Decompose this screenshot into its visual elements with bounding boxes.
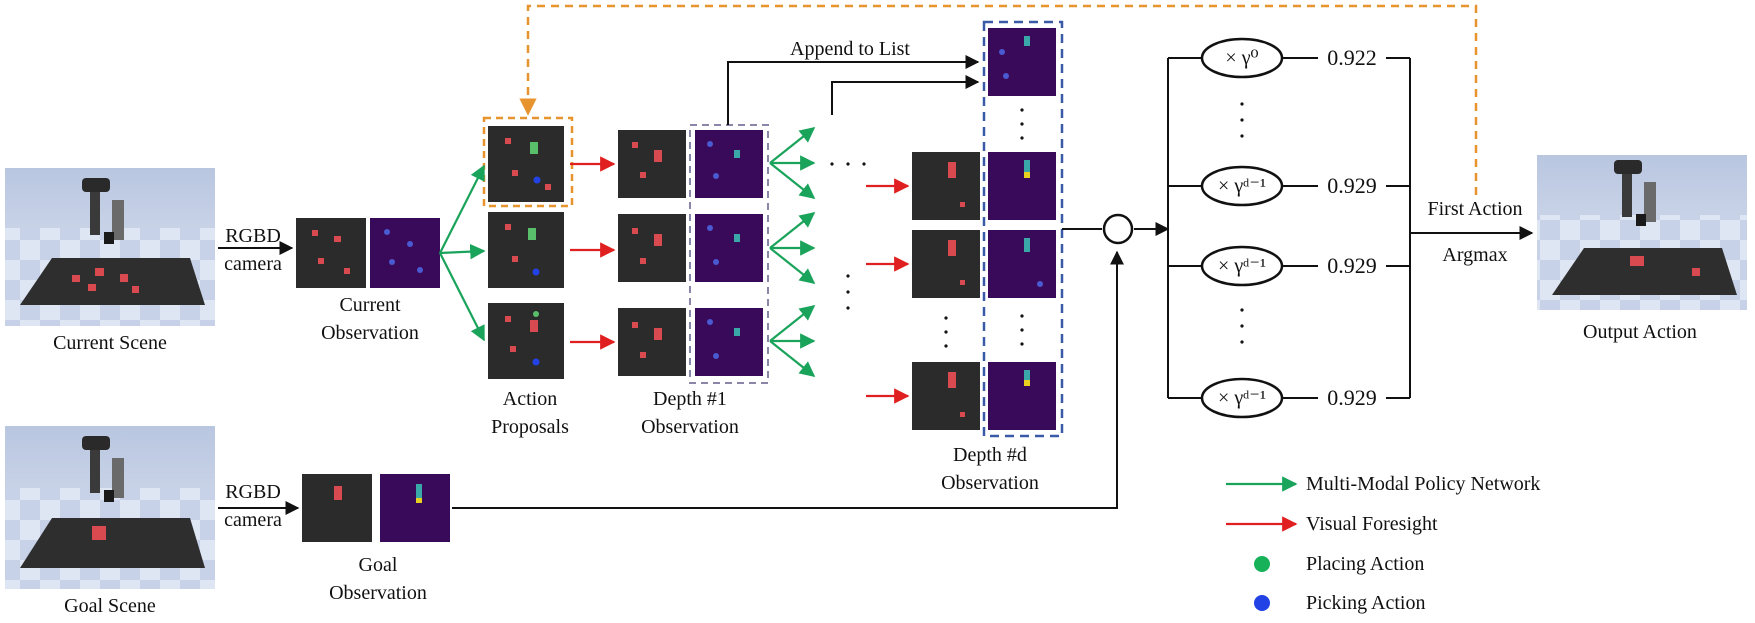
output-action-label: Output Action (1583, 321, 1697, 343)
current-observation-label-2: Observation (321, 322, 419, 344)
discount-branches (1167, 57, 1411, 399)
action-proposal-tiles (482, 116, 574, 379)
argmax-label: Argmax (1442, 244, 1508, 266)
depthd-label-1: Depth #d (953, 444, 1027, 466)
first-action-label: First Action (1427, 198, 1523, 220)
legend-foresight-label: Visual Foresight (1306, 513, 1438, 535)
policy-arrows (439, 127, 816, 377)
camera-label-goal-1: RGBD (225, 481, 281, 503)
subtract-node (1102, 213, 1134, 245)
current-scene-label: Current Scene (53, 332, 167, 354)
discount-node-2 (1200, 165, 1284, 207)
depthd-tiles (912, 20, 1064, 438)
discount-factor-2: × γᵈ⁻¹ (1218, 175, 1266, 197)
legend-placing-dot (1254, 556, 1270, 572)
current-observation-label-1: Current (339, 294, 401, 316)
append-arrow-1 (727, 55, 980, 125)
action-proposals-label-1: Action (502, 388, 558, 410)
discount-factor-4: × γᵈ⁻¹ (1218, 387, 1266, 409)
output-scene-image (1537, 155, 1747, 310)
discount-value-4: 0.929 (1327, 385, 1377, 410)
camera-label-goal-2: camera (224, 509, 282, 531)
depth1-label-2: Observation (641, 416, 739, 438)
ellipsis-dots (830, 102, 1244, 348)
append-arrow-2 (831, 75, 980, 115)
camera-label-current-2: camera (224, 253, 282, 275)
discount-node-3 (1200, 245, 1284, 287)
depth1-label-1: Depth #1 (653, 388, 727, 410)
discount-node-1 (1200, 37, 1284, 79)
discount-value-1: 0.922 (1327, 45, 1377, 70)
discount-value-2: 0.929 (1327, 173, 1377, 198)
legend-picking-dot (1254, 595, 1270, 611)
goal-observation-label-2: Observation (329, 582, 427, 604)
goal-to-subtract-line (452, 250, 1124, 509)
legend-placing-label: Placing Action (1306, 553, 1425, 575)
discount-node-4 (1200, 377, 1284, 419)
discount-factor-1: × γ⁰ (1225, 47, 1259, 69)
depthd-label-2: Observation (941, 472, 1039, 494)
current-observation-tiles (296, 218, 440, 288)
append-to-list-label: Append to List (790, 38, 910, 60)
goal-observation-label-1: Goal (358, 554, 398, 576)
goal-scene-image (5, 426, 215, 589)
goal-observation-tiles (302, 474, 450, 542)
discount-value-3: 0.929 (1327, 253, 1377, 278)
legend-policy-label: Multi-Modal Policy Network (1306, 473, 1541, 495)
action-proposals-label-2: Proposals (491, 416, 569, 438)
current-scene-image (5, 168, 215, 326)
discount-factor-3: × γᵈ⁻¹ (1218, 255, 1266, 277)
depth1-tiles (618, 124, 769, 384)
first-action-feedback-line (519, 4, 1478, 195)
foresight-arrows (570, 156, 910, 404)
legend-picking-label: Picking Action (1306, 592, 1426, 614)
goal-scene-label: Goal Scene (64, 595, 156, 617)
camera-label-current-1: RGBD (225, 225, 281, 247)
